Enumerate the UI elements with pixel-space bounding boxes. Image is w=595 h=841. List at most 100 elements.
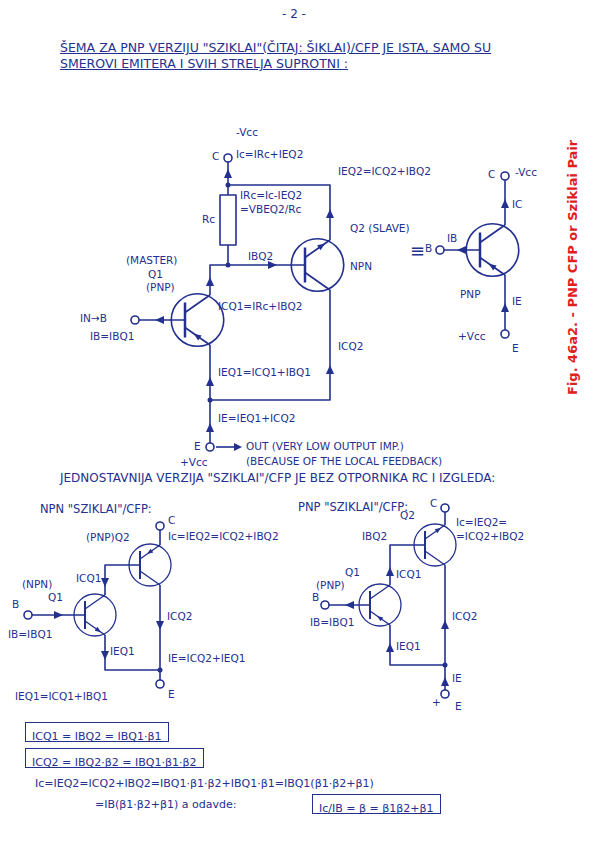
transistor-q1 (171, 294, 224, 347)
figure-caption: Fig. 46a2. - PNP CFP or Sziklai Pair (565, 140, 580, 395)
boxed-equation: ICQ1 = IBQ2 = IBQ1·β1 (25, 722, 169, 742)
annotation-label: IEQ2=ICQ2+IBQ2 (338, 165, 431, 178)
annotation-label: - 2 - (282, 6, 306, 22)
annotation-label: ICQ2 (338, 340, 363, 353)
annotation-label: (PNP) (146, 281, 175, 294)
annotation-label: JEDNOSTAVNIJA VERZIJA "SZIKLAI"/CFP JE B… (60, 470, 530, 486)
annotation-label: =VBEQ2/Rc (240, 203, 301, 216)
current-arrow (501, 199, 509, 208)
annotation-label: IE (452, 672, 462, 685)
annotation-label: IB=IBQ1 (8, 628, 52, 641)
transistor-q2 (414, 524, 456, 566)
annotation-label: + (432, 696, 441, 709)
annotation-label: E (194, 440, 201, 453)
equation-text: ICQ2 = IBQ2·β2 = IBQ1·β1·β2 (32, 756, 196, 770)
annotation-label: =IB(β1·β2+β1) a odavde: (95, 797, 237, 812)
annotation-label: -Vcc (515, 166, 537, 179)
annotation-label: +Vcc (180, 456, 208, 469)
annotation-label: Ic=IEQ2=ICQ2+IBQ2=IBQ1·β1·β2+IBQ1·β1=IBQ… (35, 776, 374, 791)
transistor-q2 (291, 239, 344, 292)
annotation-label: +Vcc (458, 330, 486, 343)
annotation-label: IBQ2 (248, 250, 273, 263)
annotation-label: ≡ (410, 240, 425, 262)
heading-text: ŠEMA ZA PNP VERZIJU "SZIKLAI"(ČITAJ: ŠIK… (60, 40, 491, 71)
annotation-label: -Vcc (236, 126, 258, 139)
annotation-label: OUT (VERY LOW OUTPUT IMP.) (246, 440, 404, 453)
terminal (441, 690, 449, 698)
annotation-label: Q1 (345, 566, 360, 579)
annotation-label: Ic=IEQ2= (456, 516, 507, 529)
wire (329, 512, 445, 690)
current-arrow (457, 246, 466, 254)
terminal (441, 504, 449, 512)
annotation-label: IEQ1 (396, 640, 421, 653)
equation-text: ICQ1 = IBQ2 = IBQ1·β1 (32, 730, 161, 744)
terminal (24, 611, 32, 619)
wire (210, 290, 330, 400)
wire (444, 180, 505, 330)
current-arrows (54, 169, 509, 686)
current-arrow (155, 316, 164, 324)
annotation-label: IB (447, 232, 457, 245)
resistor-symbol (220, 195, 236, 245)
annotation-label: IB=IBQ1 (90, 330, 134, 343)
terminal (501, 172, 509, 180)
annotation-label: IC (512, 198, 522, 211)
annotation-label: Q1 (48, 591, 63, 604)
annotation-label: B (425, 242, 432, 255)
annotation-label: E (512, 342, 519, 355)
current-arrow (224, 169, 232, 178)
terminal (224, 154, 232, 162)
current-arrow (54, 611, 63, 619)
terminal (131, 316, 139, 324)
boxed-equation: ICQ2 = IBQ2·β2 = IBQ1·β1·β2 (25, 748, 204, 768)
annotation-label: (MASTER) (126, 254, 177, 267)
annotation-label: PNP (460, 288, 481, 301)
current-arrow (441, 677, 449, 686)
terminal (436, 246, 444, 254)
annotation-label: IRc=Ic-IEQ2 (240, 189, 302, 202)
annotation-label: ICQ2 (452, 610, 477, 623)
annotation-label: ICQ1 (76, 572, 101, 585)
annotation-label: Q2 (400, 509, 415, 522)
annotation-label: ICQ2 (167, 610, 192, 623)
junction-dots (158, 183, 448, 673)
annotation-label: E (455, 700, 462, 713)
transistor-q1 (359, 584, 401, 626)
annotation-label: (PNP)Q2 (86, 531, 130, 544)
annotation-label: IE (512, 295, 522, 308)
current-arrow (326, 365, 334, 374)
current-arrow (386, 643, 394, 652)
current-arrow (206, 377, 214, 386)
annotation-label: IB=IBQ1 (310, 616, 354, 629)
annotation-label: ICQ1 (396, 568, 421, 581)
annotation-label: ICQ1=IRc+IBQ2 (218, 300, 302, 313)
annotation-label: NPN (350, 260, 372, 273)
annotation-label: IN→B (80, 312, 107, 325)
current-arrow (101, 651, 109, 660)
current-arrow (326, 209, 334, 218)
heading-block: ŠEMA ZA PNP VERZIJU "SZIKLAI"(ČITAJ: ŠIK… (60, 40, 530, 72)
annotation-label: (BECAUSE OF THE LOCAL FEEDBACK) (246, 455, 442, 468)
annotation-label: Q1 (148, 268, 163, 281)
annotation-label: B (12, 598, 19, 611)
annotation-label: PNP "SZIKLAI"/CFP: (298, 500, 408, 516)
current-arrow (206, 423, 214, 432)
transistor-q1 (74, 594, 116, 636)
annotation-label: Ic=IRc+IEQ2 (236, 148, 303, 161)
current-arrow (386, 567, 394, 576)
annotation-label: IBQ2 (362, 530, 387, 543)
transistor-pnp (466, 224, 519, 277)
current-arrow (101, 578, 109, 587)
transistor-q2 (129, 544, 171, 586)
equation-text: Ic/IB = β = β1β2+β1 (319, 802, 434, 816)
annotation-label: =ICQ2+IBQ2 (456, 530, 524, 543)
annotation-label: Rc (202, 213, 215, 226)
annotation-label: IEQ1=ICQ1+IBQ1 (218, 366, 311, 379)
annotation-label: IEQ1 (110, 645, 135, 658)
annotation-label: IE=IEQ1+ICQ2 (218, 412, 295, 425)
terminal (206, 443, 214, 451)
